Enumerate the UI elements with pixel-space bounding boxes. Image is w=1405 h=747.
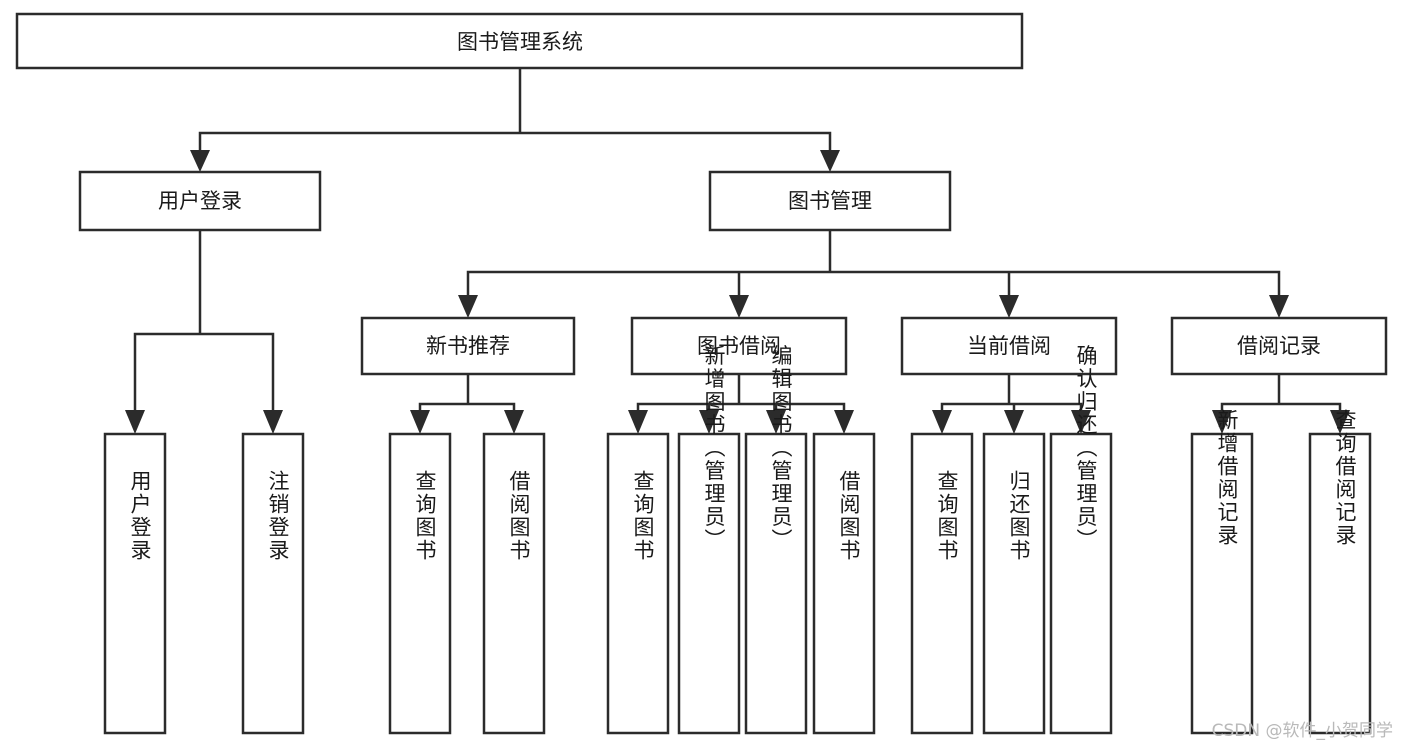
node-new-book-rec[interactable]: 新书推荐 [360, 316, 576, 376]
node-book-borrow-box[interactable] [630, 316, 848, 376]
node-leaf-query-book-rec-box[interactable] [388, 432, 452, 735]
node-leaf-query-book-cb-box[interactable] [910, 432, 974, 735]
node-leaf-borrow-book-bb[interactable]: 借阅图书 [812, 432, 876, 735]
arrow-head-icon [834, 410, 854, 434]
node-root[interactable]: 图书管理系统 [15, 12, 1024, 70]
arrow-head-icon [999, 295, 1019, 318]
node-leaf-edit-book[interactable]: 编辑图书（管理员） [744, 345, 808, 735]
node-leaf-confirm-return-label: 确认归还（管理员） [1074, 345, 1098, 552]
node-book-manage[interactable]: 图书管理 [708, 170, 952, 232]
node-leaf-query-book-bb[interactable]: 查询图书 [606, 432, 670, 735]
arrow-head-icon [1004, 410, 1024, 434]
arrow-head-icon [729, 295, 749, 318]
node-new-book-rec-label: 新书推荐 [426, 334, 510, 358]
edge-newbookrec-to-leaves [418, 372, 516, 421]
arrow-head-icon [628, 410, 648, 434]
node-leaf-add-book-label: 新增图书（管理员） [702, 345, 726, 552]
arrow-head-icon [932, 410, 952, 434]
node-leaf-return-book-box[interactable] [982, 432, 1046, 735]
node-book-manage-label: 图书管理 [788, 189, 872, 213]
arrow-head-icon [699, 410, 719, 434]
node-leaf-add-record[interactable]: 新增借阅记录 [1190, 409, 1254, 735]
arrowhead-layer [125, 150, 1350, 434]
node-current-borrow[interactable]: 当前借阅 [900, 316, 1118, 376]
arrow-head-icon [1212, 410, 1232, 434]
node-borrow-record-box[interactable] [1170, 316, 1388, 376]
node-leaf-query-book-rec-label: 查询图书 [413, 470, 437, 562]
node-current-borrow-box[interactable] [900, 316, 1118, 376]
node-leaf-edit-book-box[interactable] [744, 432, 808, 735]
node-leaf-confirm-return-box[interactable] [1049, 432, 1113, 735]
node-leaf-confirm-return[interactable]: 确认归还（管理员） [1049, 345, 1113, 735]
node-leaf-user-login-label: 用户登录 [128, 470, 152, 562]
node-new-book-rec-box[interactable] [360, 316, 576, 376]
node-leaf-query-book-rec[interactable]: 查询图书 [388, 432, 452, 735]
node-book-borrow-label: 图书借阅 [697, 334, 781, 358]
node-borrow-record-label: 借阅记录 [1237, 334, 1321, 358]
node-leaf-query-record[interactable]: 查询借阅记录 [1308, 409, 1372, 735]
node-borrow-record[interactable]: 借阅记录 [1170, 316, 1388, 376]
node-leaf-query-book-cb-label: 查询图书 [935, 470, 959, 562]
edge-userlogin-to-leaves [133, 228, 275, 421]
node-leaf-query-book-bb-box[interactable] [606, 432, 670, 735]
node-leaf-user-login-box[interactable] [103, 432, 167, 735]
arrow-head-icon [766, 410, 786, 434]
node-leaf-logout[interactable]: 注销登录 [241, 432, 305, 735]
node-leaf-logout-box[interactable] [241, 432, 305, 735]
node-user-login-label: 用户登录 [158, 189, 242, 213]
node-leaf-return-book[interactable]: 归还图书 [982, 432, 1046, 735]
node-leaf-borrow-book-rec-label: 借阅图书 [507, 470, 531, 562]
edge-root-to-level2 [198, 66, 832, 160]
arrow-head-icon [1330, 410, 1350, 434]
arrow-head-icon [1071, 410, 1091, 434]
node-leaf-logout-label: 注销登录 [266, 470, 290, 562]
node-leaf-query-book-bb-label: 查询图书 [631, 470, 655, 562]
node-leaf-user-login[interactable]: 用户登录 [103, 432, 167, 735]
arrow-head-icon [504, 410, 524, 434]
arrow-head-icon [263, 410, 283, 434]
node-leaf-add-record-box[interactable] [1190, 432, 1254, 735]
arrow-head-icon [458, 295, 478, 318]
node-leaf-edit-book-label: 编辑图书（管理员） [769, 345, 793, 552]
node-current-borrow-label: 当前借阅 [967, 334, 1051, 358]
node-leaf-add-book-box[interactable] [677, 432, 741, 735]
edge-bookborrow-to-leaves [636, 372, 846, 421]
node-leaf-borrow-book-bb-box[interactable] [812, 432, 876, 735]
node-book-borrow[interactable]: 图书借阅 [630, 316, 848, 376]
node-leaf-query-book-cb[interactable]: 查询图书 [910, 432, 974, 735]
node-root-box[interactable] [15, 12, 1024, 70]
node-root-label: 图书管理系统 [457, 30, 583, 54]
connector-layer [133, 66, 1342, 421]
arrow-head-icon [820, 150, 840, 172]
node-book-manage-box[interactable] [708, 170, 952, 232]
node-user-login-box[interactable] [78, 170, 322, 232]
arrow-head-icon [190, 150, 210, 172]
node-leaf-borrow-book-rec-box[interactable] [482, 432, 546, 735]
node-leaf-query-record-label: 查询借阅记录 [1333, 409, 1357, 547]
edge-bookmanage-to-level3 [466, 228, 1281, 305]
node-leaf-borrow-book-rec[interactable]: 借阅图书 [482, 432, 546, 735]
arrow-head-icon [410, 410, 430, 434]
node-leaf-add-book[interactable]: 新增图书（管理员） [677, 345, 741, 735]
node-user-login[interactable]: 用户登录 [78, 170, 322, 232]
arrow-head-icon [125, 410, 145, 434]
node-leaf-return-book-label: 归还图书 [1007, 470, 1031, 562]
node-leaf-add-record-label: 新增借阅记录 [1215, 409, 1239, 547]
edge-borrowrecord-to-leaves [1220, 372, 1342, 421]
node-leaf-query-record-box[interactable] [1308, 432, 1372, 735]
arrow-head-icon [1269, 295, 1289, 318]
node-leaf-borrow-book-bb-label: 借阅图书 [837, 470, 861, 562]
